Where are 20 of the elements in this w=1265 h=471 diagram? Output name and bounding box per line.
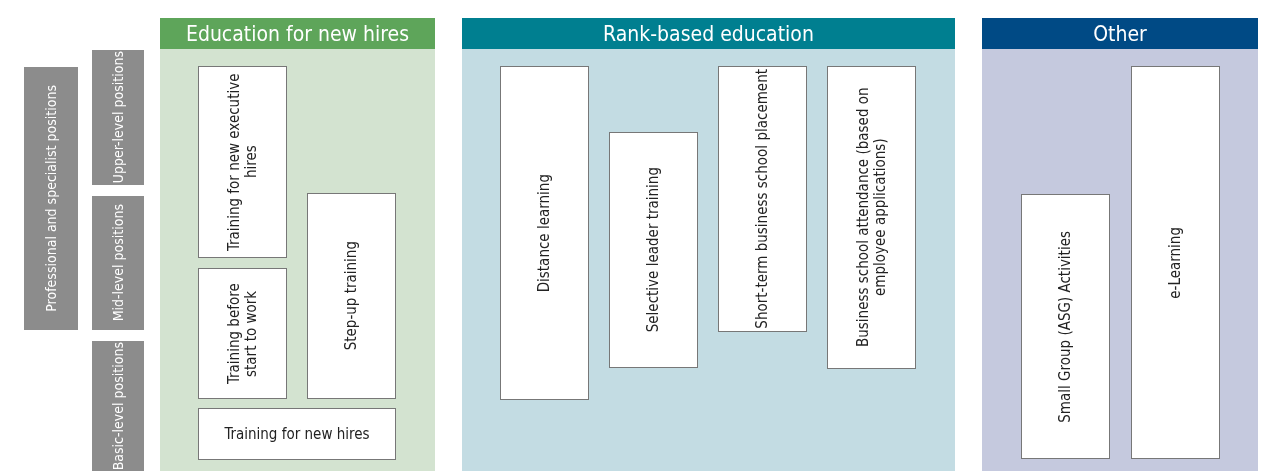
category-panel	[462, 18, 955, 471]
program-box: Business school attendance (based on employee applications)	[827, 66, 916, 369]
category-panel	[982, 18, 1258, 471]
category-panel	[160, 18, 435, 471]
panel-heading: Rank-based education	[462, 18, 955, 49]
program-box: Selective leader training	[609, 132, 698, 368]
row-header: Upper-level positions	[92, 50, 144, 185]
program-box: Distance learning	[500, 66, 589, 400]
program-box: Training before start to work	[198, 268, 287, 399]
program-box: Step-up training	[307, 193, 396, 399]
row-header: Professional and specialist positions	[24, 67, 78, 330]
row-header: Mid-level positions	[92, 196, 144, 330]
program-box: Small Group (ASG) Activities	[1021, 194, 1110, 459]
program-box: e-Learning	[1131, 66, 1220, 459]
panel-heading: Other	[982, 18, 1258, 49]
row-header: Basic-level positions	[92, 341, 144, 471]
program-box: Short-term business school placement	[718, 66, 807, 332]
panel-heading: Education for new hires	[160, 18, 435, 49]
program-box: Training for new executive hires	[198, 66, 287, 258]
program-box: Training for new hires	[198, 408, 396, 460]
